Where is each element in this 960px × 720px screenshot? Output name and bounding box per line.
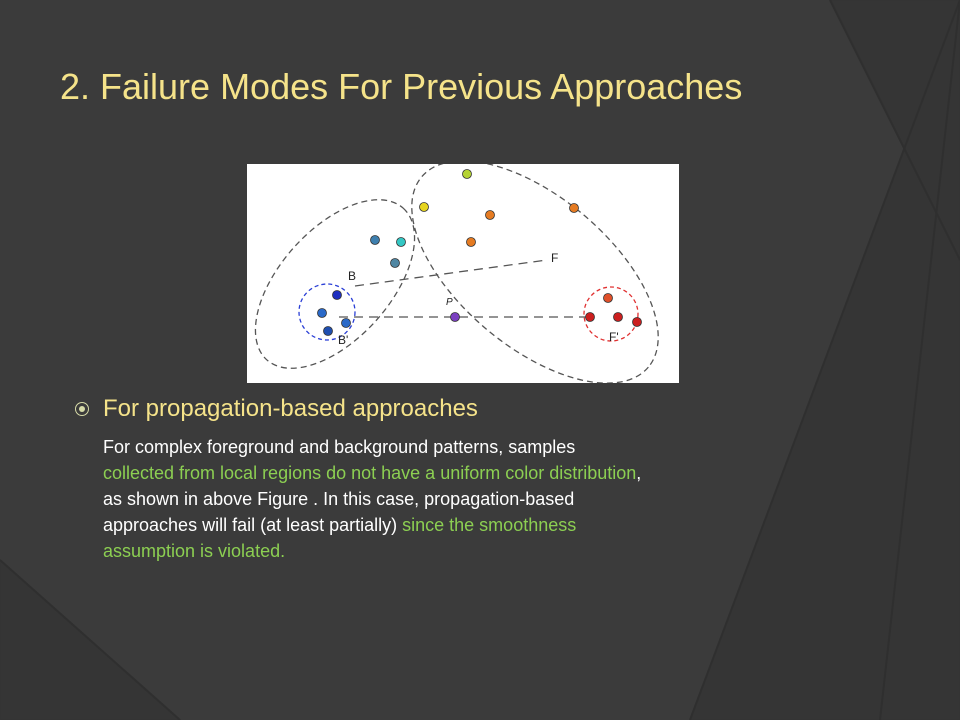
slide-title: 2. Failure Modes For Previous Approaches: [60, 66, 743, 107]
sample-distribution-figure: B B' F F' P: [247, 164, 679, 383]
label-b-prime: B': [338, 333, 348, 347]
background-cluster-ellipse: [254, 199, 416, 369]
point-cyan: [396, 237, 406, 247]
point-p: [450, 312, 460, 322]
b-to-f-line: [354, 259, 548, 287]
bullet-icon: [75, 402, 89, 416]
label-f-prime: F': [609, 330, 619, 344]
local-foreground-circle: [583, 286, 639, 342]
point-grey-blue: [390, 258, 400, 268]
body-text-segment: ,: [636, 463, 642, 483]
label-f: F: [551, 251, 558, 265]
point-yellow-green: [462, 169, 472, 179]
point-b: [332, 290, 342, 300]
body-text-segment: For complex foreground and background pa…: [103, 437, 576, 457]
highlighted-text: since the smoothness: [402, 515, 577, 535]
point-red-3: [632, 317, 642, 327]
point-orange-2: [569, 203, 579, 213]
label-p: P: [446, 297, 453, 308]
body-line: as shown in above Figure . In this case,…: [103, 486, 843, 512]
body-line: For complex foreground and background pa…: [103, 434, 843, 460]
point-orange-3: [466, 237, 476, 247]
highlighted-text: assumption is violated.: [103, 541, 286, 561]
bullet-item: For propagation-based approaches: [75, 395, 478, 423]
local-background-circle: [298, 283, 356, 341]
body-text-segment: approaches will fail (at least partially…: [103, 515, 403, 535]
body-line: approaches will fail (at least partially…: [103, 512, 843, 538]
highlighted-text: collected from local regions do not have…: [103, 463, 637, 483]
bullet-body-text: For complex foreground and background pa…: [103, 434, 843, 564]
body-line: assumption is violated.: [103, 538, 843, 564]
point-yellow: [419, 202, 429, 212]
point-blue-2: [341, 318, 351, 328]
label-b: B: [348, 269, 356, 283]
point-red-2: [613, 312, 623, 322]
bullet-heading: For propagation-based approaches: [103, 395, 478, 422]
point-steel-blue: [370, 235, 380, 245]
point-blue-3: [323, 326, 333, 336]
body-text-segment: as shown in above Figure . In this case,…: [103, 489, 575, 509]
point-orange-1: [485, 210, 495, 220]
foreground-cluster-ellipse: [411, 164, 659, 383]
point-blue-1: [317, 308, 327, 318]
point-red-1: [585, 312, 595, 322]
body-line: collected from local regions do not have…: [103, 460, 843, 486]
point-orange-red: [603, 293, 613, 303]
